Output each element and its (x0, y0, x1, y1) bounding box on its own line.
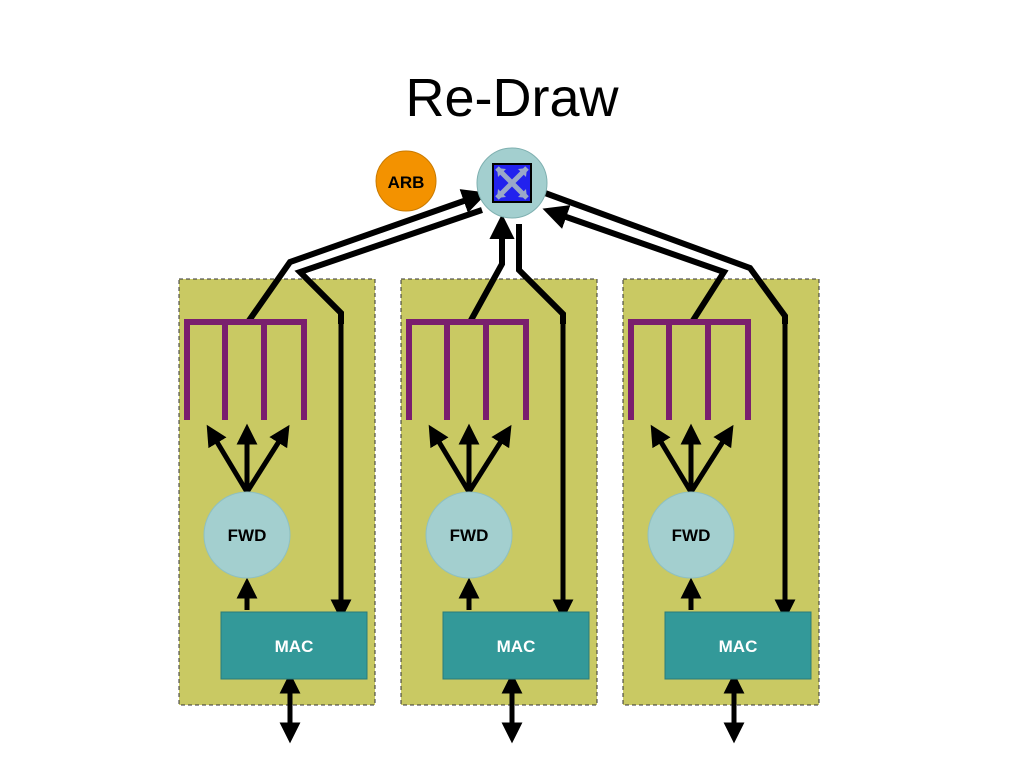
port-3: FWD MAC (628, 319, 812, 744)
crossbar-links (245, 189, 788, 324)
port-1: FWD MAC (184, 319, 368, 744)
link-crossbar-to-port1 (294, 207, 483, 324)
link-port3-to-crossbar (542, 205, 729, 324)
mac-label: MAC (497, 637, 536, 656)
mac-label: MAC (275, 637, 314, 656)
fwd-label: FWD (450, 526, 489, 545)
fwd-node (203, 491, 291, 579)
fwd-label: FWD (672, 526, 711, 545)
fwd-node (647, 491, 735, 579)
mac-label: MAC (719, 637, 758, 656)
fwd-node (425, 491, 513, 579)
arbiter-circle (375, 150, 437, 212)
link-port2-to-crossbar (467, 213, 515, 324)
mac-block (442, 611, 590, 680)
crossbar-node (476, 147, 548, 219)
link-crossbar-to-port2 (516, 224, 566, 324)
mac-block (664, 611, 812, 680)
virtual-output-queues (628, 319, 751, 420)
arbiter: ARB (375, 150, 437, 212)
virtual-output-queues (184, 319, 307, 420)
link-crossbar-to-port3 (543, 190, 788, 324)
port-2: FWD MAC (406, 319, 590, 744)
fwd-label: FWD (228, 526, 267, 545)
mac-block (220, 611, 368, 680)
crossbar-switch-icon (492, 163, 532, 203)
slide-title: Re-Draw (405, 68, 619, 128)
virtual-output-queues (406, 319, 529, 420)
link-port1-to-crossbar (245, 189, 488, 324)
arbiter-label: ARB (388, 173, 425, 192)
